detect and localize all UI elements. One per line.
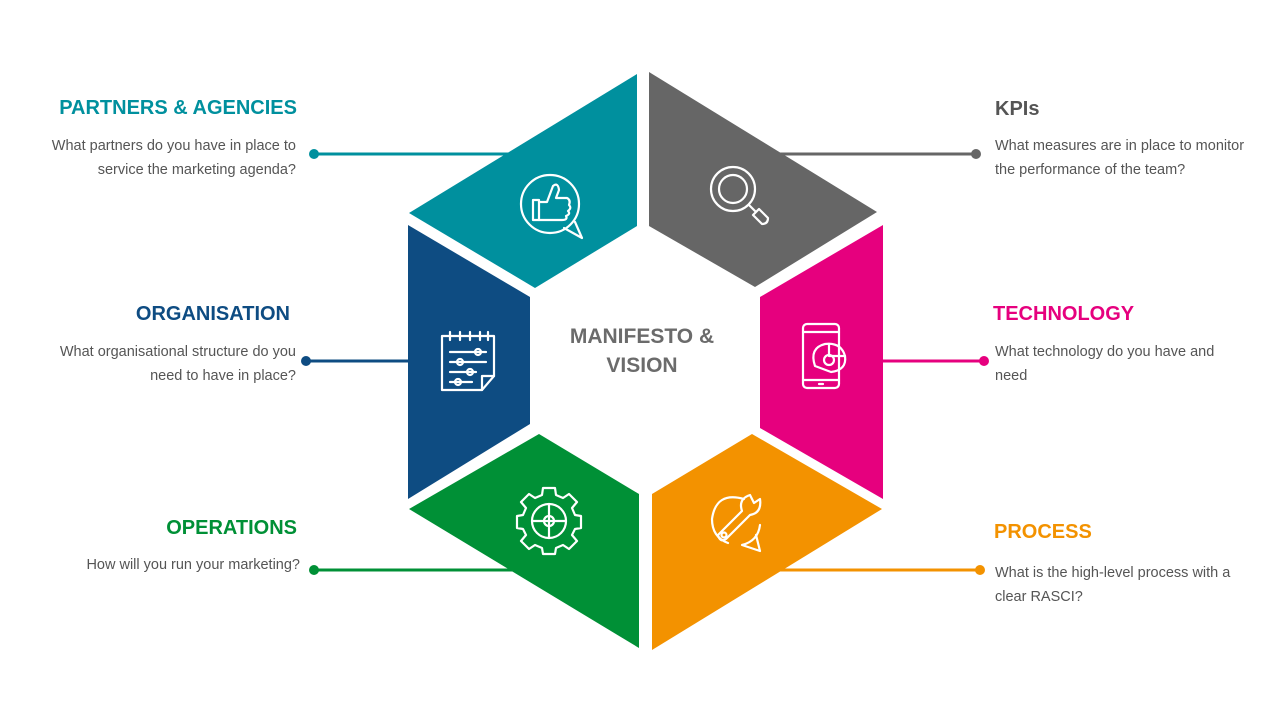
organisation-desc-line2: need to have in place? (150, 368, 296, 384)
segment-operations (409, 434, 639, 648)
operations-title: OPERATIONS (166, 517, 297, 539)
connector-dot-process (975, 565, 985, 575)
magnifier-icon (709, 165, 770, 226)
kpis-description: What measures are in place to monitor th… (995, 134, 1275, 182)
settings-sheet-icon (440, 330, 496, 392)
center-label: MANIFESTO & VISION (552, 322, 732, 380)
technology-desc-line2: need (995, 368, 1028, 384)
center-label-line1: MANIFESTO & (569, 325, 715, 348)
center-label-line2: VISION (606, 354, 678, 377)
kpis-title: KPIs (995, 98, 1040, 120)
partners-title: PARTNERS & AGENCIES (59, 97, 297, 119)
organisation-description: What organisational structure do you nee… (0, 340, 296, 388)
kpis-desc-line2: the performance of the team? (995, 162, 1186, 178)
wrench-bubble-icon (710, 493, 762, 553)
technology-description: What technology do you have and need (995, 340, 1275, 388)
partners-desc-line2: service the marketing agenda? (97, 162, 296, 178)
connectors (301, 149, 989, 575)
technology-title: TECHNOLOGY (993, 303, 1135, 325)
connector-dot-kpis (971, 149, 981, 159)
operations-desc-line1: How will you run your marketing? (86, 557, 300, 573)
operations-description: How will you run your marketing? (0, 553, 300, 577)
process-desc-line1: What is the high-level process with a (995, 565, 1231, 581)
segment-technology (760, 225, 883, 499)
mobile-chart-icon (801, 322, 847, 390)
gear-icon (515, 486, 583, 556)
thumbs-up-speech-icon (519, 173, 584, 240)
partners-desc-line1: What partners do you have in place to (51, 138, 296, 154)
connector-dot-partners (309, 149, 319, 159)
process-title: PROCESS (994, 521, 1092, 543)
technology-desc-line1: What technology do you have and (995, 344, 1215, 360)
segment-process (652, 434, 882, 650)
process-description: What is the high-level process with a cl… (995, 561, 1275, 609)
organisation-title: ORGANISATION (135, 303, 290, 325)
connector-dot-technology (979, 356, 989, 366)
process-desc-line2: clear RASCI? (995, 589, 1083, 605)
organisation-desc-line1: What organisational structure do you (59, 344, 296, 360)
kpis-desc-line1: What measures are in place to monitor (995, 138, 1245, 154)
connector-dot-organisation (301, 356, 311, 366)
connector-dot-operations (309, 565, 319, 575)
partners-description: What partners do you have in place to se… (0, 134, 296, 182)
segment-kpis (649, 72, 877, 287)
